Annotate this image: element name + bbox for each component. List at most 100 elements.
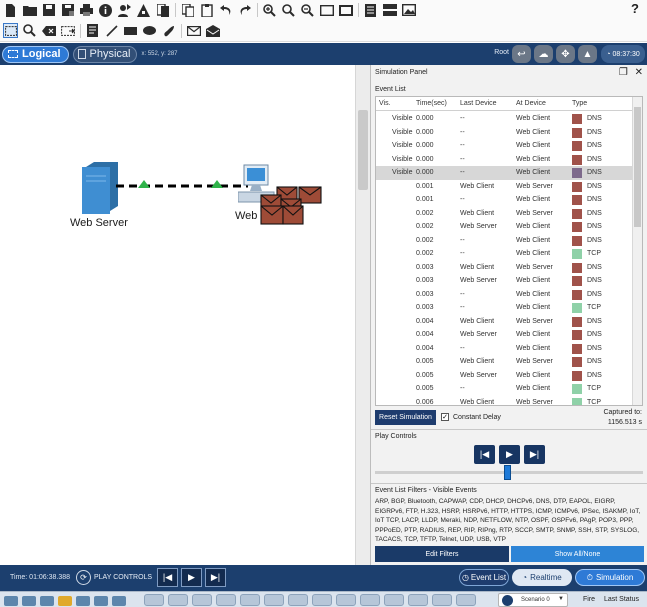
paste-icon[interactable] bbox=[199, 3, 214, 18]
bottom-step-forward-button[interactable]: ▶| bbox=[205, 568, 226, 587]
device-category-icon[interactable] bbox=[112, 596, 126, 606]
zoom-reset-icon[interactable] bbox=[281, 3, 296, 18]
device-category-icon[interactable] bbox=[22, 596, 36, 606]
move-object-button[interactable]: ✥ bbox=[556, 45, 575, 63]
device-model-icon[interactable] bbox=[144, 594, 164, 606]
constant-delay-checkbox[interactable]: ✓ bbox=[441, 413, 449, 421]
close-icon[interactable]: ✕ bbox=[634, 67, 643, 78]
device-category-icon[interactable] bbox=[58, 596, 72, 606]
event-list-table[interactable]: Vis. Time(sec) Last Device At Device Typ… bbox=[375, 96, 643, 406]
web-server-icon[interactable] bbox=[82, 162, 118, 214]
device-model-icon[interactable] bbox=[168, 594, 188, 606]
network-icon[interactable] bbox=[136, 3, 151, 18]
col-time[interactable]: Time(sec) bbox=[416, 100, 447, 107]
device-model-icon[interactable] bbox=[264, 594, 284, 606]
pdu-envelopes[interactable] bbox=[259, 185, 323, 225]
device-category-icon[interactable] bbox=[94, 596, 108, 606]
redo-icon[interactable] bbox=[237, 3, 252, 18]
device-model-icon[interactable] bbox=[288, 594, 308, 606]
ellipse-icon[interactable] bbox=[142, 23, 157, 38]
undo-icon[interactable] bbox=[218, 3, 233, 18]
open-folder-icon[interactable] bbox=[22, 3, 37, 18]
network-link[interactable] bbox=[114, 177, 254, 191]
device-category-icon[interactable] bbox=[40, 596, 54, 606]
logical-workspace[interactable]: Web Server Web bbox=[0, 65, 370, 565]
col-at-device[interactable]: At Device bbox=[516, 100, 546, 107]
viewport-clock[interactable]: ◔08:37:30 bbox=[601, 45, 645, 63]
device-model-icon[interactable] bbox=[360, 594, 380, 606]
image-icon[interactable] bbox=[401, 3, 416, 18]
device-model-icon[interactable] bbox=[216, 594, 236, 606]
activity-wizard-icon[interactable] bbox=[155, 3, 170, 18]
server-icon[interactable] bbox=[382, 3, 397, 18]
simulation-tab[interactable]: ⏱ Simulation bbox=[575, 569, 645, 586]
print-icon[interactable] bbox=[79, 3, 94, 18]
restore-icon[interactable]: ❐ bbox=[618, 67, 628, 78]
device-model-icon[interactable] bbox=[336, 594, 356, 606]
device-model-icon[interactable] bbox=[240, 594, 260, 606]
set-background-button[interactable]: ▲ bbox=[578, 45, 597, 63]
add-pdu-icon[interactable] bbox=[186, 23, 201, 38]
new-file-icon[interactable] bbox=[3, 3, 18, 18]
show-all-none-button[interactable]: Show All/None bbox=[511, 546, 644, 562]
device-model-icon[interactable] bbox=[408, 594, 428, 606]
back-button[interactable]: ↩ bbox=[512, 45, 531, 63]
user-icon[interactable] bbox=[117, 3, 132, 18]
bottom-play-button[interactable]: ▶ bbox=[181, 568, 202, 587]
tab-physical[interactable]: Physical bbox=[72, 45, 138, 63]
save-as-icon[interactable] bbox=[60, 3, 75, 18]
device-model-icon[interactable] bbox=[192, 594, 212, 606]
col-type[interactable]: Type bbox=[572, 100, 588, 107]
play-button[interactable]: ▶ bbox=[499, 445, 520, 464]
line-icon[interactable] bbox=[104, 23, 119, 38]
event-list-scrollbar[interactable] bbox=[632, 97, 642, 405]
col-last-device[interactable]: Last Device bbox=[460, 100, 497, 107]
step-back-button[interactable]: |◀ bbox=[474, 445, 495, 464]
delete-icon[interactable] bbox=[41, 23, 56, 38]
device-model-icon[interactable] bbox=[456, 594, 476, 606]
device-model-icon[interactable] bbox=[384, 594, 404, 606]
note-icon[interactable] bbox=[85, 23, 100, 38]
zoom-in-icon[interactable] bbox=[262, 3, 277, 18]
scenario-select[interactable]: Scenario 0 ▼ bbox=[498, 593, 568, 607]
workspace-scroll-thumb[interactable] bbox=[358, 110, 368, 190]
bottom-step-back-button[interactable]: |◀ bbox=[157, 568, 178, 587]
select-icon[interactable] bbox=[3, 23, 18, 38]
add-complex-pdu-icon[interactable] bbox=[205, 23, 220, 38]
custom-device-icon[interactable] bbox=[338, 3, 353, 18]
event-list-scroll-thumb[interactable] bbox=[634, 107, 641, 227]
device-category-icon[interactable] bbox=[76, 596, 90, 606]
rectangle-icon[interactable] bbox=[123, 23, 138, 38]
cluster-button[interactable]: ☁ bbox=[534, 45, 553, 63]
col-vis[interactable]: Vis. bbox=[379, 100, 391, 107]
info-icon[interactable] bbox=[98, 3, 113, 18]
realtime-tab[interactable]: ◔ Realtime bbox=[512, 569, 572, 586]
notes-icon[interactable] bbox=[363, 3, 378, 18]
inspect-icon[interactable] bbox=[22, 23, 37, 38]
device-category-icon[interactable] bbox=[4, 596, 18, 606]
workspace-scrollbar[interactable] bbox=[355, 65, 370, 565]
web-client-pc-icon[interactable] bbox=[238, 164, 278, 206]
resize-icon[interactable] bbox=[60, 23, 75, 38]
step-forward-button[interactable]: ▶| bbox=[524, 445, 545, 464]
edit-filters-button[interactable]: Edit Filters bbox=[375, 546, 509, 562]
